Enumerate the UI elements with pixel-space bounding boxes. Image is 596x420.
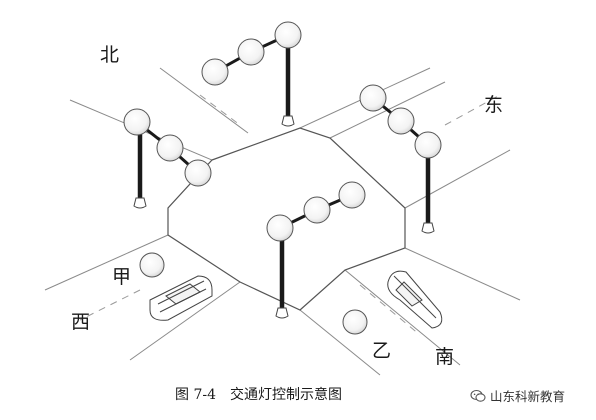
lane-dashes bbox=[79, 94, 501, 336]
pole-base-south bbox=[275, 307, 289, 319]
figure-title: 交通灯控制示意图 bbox=[230, 387, 342, 403]
lane-dash-east bbox=[444, 94, 501, 126]
car-south-icon bbox=[387, 270, 443, 329]
road-edge-s-left bbox=[299, 309, 381, 376]
signal-poles bbox=[137, 45, 431, 310]
marker-jia-label: 甲 bbox=[112, 266, 132, 288]
pole-bases bbox=[133, 115, 435, 319]
direction-south-label: 南 bbox=[435, 346, 455, 368]
lane-dash-west bbox=[79, 289, 141, 321]
road-edge-se-lower bbox=[344, 269, 461, 366]
direction-west-label: 西 bbox=[71, 311, 91, 333]
watermark-text: 山东科新教育 bbox=[490, 389, 566, 404]
pole-base-east bbox=[421, 222, 435, 234]
lamp-north-3 bbox=[274, 21, 302, 49]
marker-yi-circle bbox=[342, 309, 368, 335]
road-edge-sw-lower bbox=[129, 281, 241, 361]
lamp-south-2 bbox=[303, 196, 331, 224]
lamp-east-2 bbox=[387, 107, 415, 135]
lamp-west-3 bbox=[184, 159, 212, 187]
lamp-west-2 bbox=[156, 134, 184, 162]
lane-dash-north bbox=[199, 94, 241, 126]
pole-base-west bbox=[133, 197, 147, 209]
lane-dash-south bbox=[359, 284, 421, 336]
direction-north-label: 北 bbox=[100, 44, 120, 66]
lamp-west-1 bbox=[123, 108, 151, 136]
watermark: 山东科新教育 bbox=[470, 386, 565, 405]
road-edge-nw-right bbox=[159, 67, 249, 134]
marker-jia-circle bbox=[139, 252, 165, 278]
marker-yi-label: 乙 bbox=[372, 340, 392, 362]
lamp-south-3 bbox=[266, 214, 294, 242]
direction-east-label: 东 bbox=[484, 94, 504, 116]
wechat-icon bbox=[470, 389, 486, 402]
lamp-north-2 bbox=[237, 38, 265, 66]
figure-number: 图 7-4 bbox=[175, 387, 216, 403]
lamp-north-1 bbox=[201, 58, 229, 86]
lamp-east-1 bbox=[359, 84, 387, 112]
pole-base-north bbox=[281, 115, 295, 127]
road-edge-sw-upper bbox=[44, 234, 169, 291]
road-edge-se-upper bbox=[404, 247, 521, 301]
lamp-south-1 bbox=[338, 181, 366, 209]
lamp-east-3 bbox=[414, 131, 442, 159]
figure-caption: 图 7-4 交通灯控制示意图 bbox=[175, 384, 342, 404]
road-edge-ne-lower bbox=[404, 149, 511, 209]
signal-lamps bbox=[123, 21, 442, 242]
car-west-icon bbox=[149, 275, 213, 321]
